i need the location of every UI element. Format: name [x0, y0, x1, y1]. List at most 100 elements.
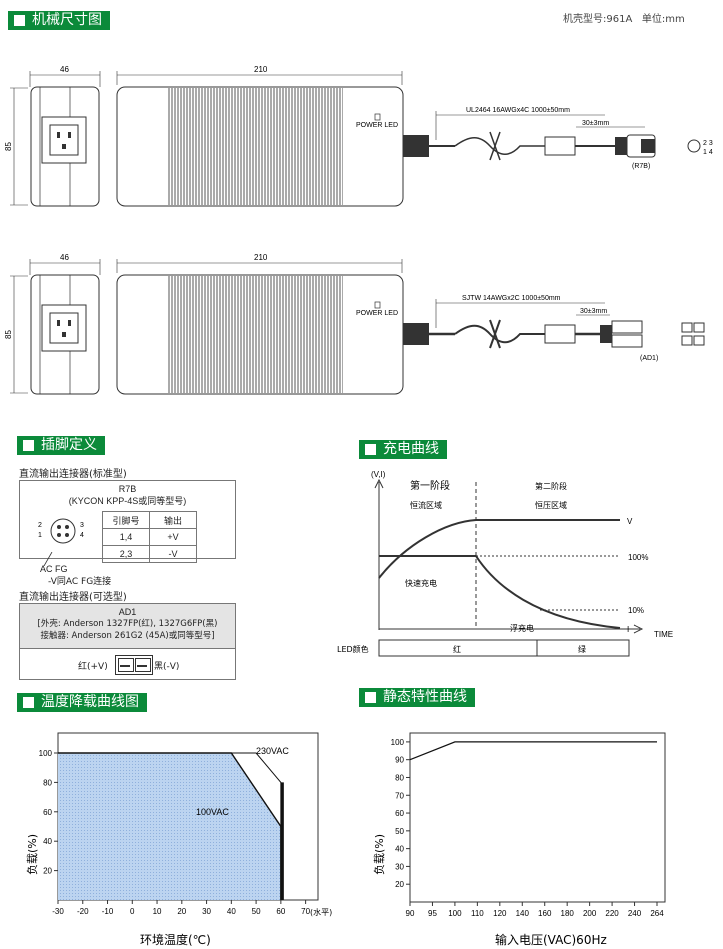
- pct-10: 10%: [628, 606, 644, 615]
- stage2: 第二阶段: [535, 481, 567, 491]
- v-label: V: [627, 517, 633, 526]
- opt-contact: 接触器: Anderson 261G2 (45A)或同等型号]: [40, 631, 215, 641]
- y-tick-label: 80: [395, 773, 404, 782]
- y-tick-label: 100: [39, 749, 53, 758]
- pin-label-bottom: 1 4: [703, 149, 713, 156]
- led-green: 绿: [578, 645, 586, 654]
- pin-num-4: 4: [80, 532, 84, 539]
- pin-num-1: 1: [38, 532, 42, 539]
- derating-edge: [280, 782, 284, 900]
- section-title-pin: 插脚定义: [17, 436, 105, 455]
- static-ylabel: 负载(%): [372, 834, 386, 875]
- dim-46: 46: [60, 65, 69, 74]
- x-tick-label: 120: [493, 909, 507, 918]
- y-tick-label: 90: [395, 756, 404, 765]
- y-tick-label: 60: [395, 809, 404, 818]
- derating-ylabel: 负载(%): [25, 834, 39, 875]
- std-connector-icon: 2 1 3 4: [38, 518, 84, 544]
- drawing-r7b: 46 210 85 POWER LED UL2464 16AW: [4, 65, 713, 207]
- y-tick-label: 100: [391, 738, 405, 747]
- std-connector-name: R7B: [118, 484, 137, 494]
- x-tick-label: 20: [177, 907, 186, 916]
- section-title-charge: 充电曲线: [359, 440, 447, 459]
- y-tick-label: 50: [395, 827, 404, 836]
- i-label: I: [627, 625, 629, 634]
- acfg-leader: [43, 552, 53, 566]
- acfg-label: AC FG: [40, 564, 68, 574]
- stage1: 第一阶段: [410, 479, 450, 492]
- opt-connector-box: AD1 [外壳: Anderson 1327FP(红), 1327G6FP(黑)…: [19, 603, 236, 680]
- derating-xlabel: 环境温度(℃): [140, 932, 211, 947]
- power-led-label: POWER LED: [356, 310, 398, 317]
- x-tick-label: 160: [538, 909, 552, 918]
- x-tick-label: -30: [52, 907, 64, 916]
- x-tick-label: 200: [583, 909, 597, 918]
- section-title-mechanical: 机械尺寸图: [8, 11, 110, 30]
- bullet-square-icon: [365, 444, 376, 455]
- series-line-100vac: [58, 752, 282, 900]
- plot-frame: [409, 732, 666, 903]
- x-tick-label: -10: [102, 907, 114, 916]
- x-tick-label: 264: [650, 909, 664, 918]
- bullet-square-icon: [23, 697, 34, 708]
- pin-num-2: 2: [38, 522, 42, 529]
- table-header-row: 引脚号 输出: [102, 511, 197, 529]
- dim-210: 210: [254, 253, 268, 262]
- red-label: 红(+V): [78, 662, 108, 672]
- x-tick-label: 240: [628, 909, 642, 918]
- x-tick-label: 40: [227, 907, 236, 916]
- x-tick-label: 180: [561, 909, 575, 918]
- col-output: 输出: [149, 511, 197, 529]
- cable-end-r7b: 30±3mm: [582, 120, 609, 127]
- power-led-label: POWER LED: [356, 122, 398, 129]
- y-tick-label: 20: [395, 880, 404, 889]
- x-tick-label: 30: [202, 907, 211, 916]
- y-tick-label: 40: [395, 845, 404, 854]
- x-tick-label: 10: [153, 907, 162, 916]
- x-tick-label: -20: [77, 907, 89, 916]
- dim-85: 85: [4, 142, 13, 151]
- section-title-derating: 温度降载曲线图: [17, 693, 147, 712]
- case-no: 机壳型号:961A 单位:mm: [563, 14, 685, 25]
- opt-connector-title: 直流输出连接器(可选型): [19, 592, 127, 603]
- pin-label-top: 2 3: [703, 140, 713, 147]
- cable-spec-r7b: UL2464 16AWGx4C 1000±50mm: [466, 107, 570, 114]
- x-tick-label: 60: [276, 907, 285, 916]
- label-100vac: 100VAC: [196, 807, 229, 817]
- time-label: TIME: [654, 630, 673, 639]
- table-row: 1,4 +V: [102, 528, 197, 546]
- static-xlabel: 输入电压(VAC)60Hz: [495, 932, 607, 947]
- dim-85: 85: [4, 330, 13, 339]
- stage2b: 恒压区域: [535, 500, 567, 510]
- led-red: 红: [453, 644, 461, 654]
- bullet-square-icon: [23, 440, 34, 451]
- x-tick-label: 140: [516, 909, 530, 918]
- anderson-connector-icon: [115, 655, 153, 675]
- y-tick-label: 80: [43, 778, 52, 787]
- dim-46: 46: [60, 253, 69, 262]
- x-tick-label: 110: [471, 909, 484, 918]
- connector-name-r7b: (R7B): [632, 163, 650, 170]
- y-tick-label: 20: [43, 867, 52, 876]
- table-row: 2,3 -V: [102, 545, 197, 563]
- pin-table: 引脚号 输出 1,4 +V 2,3 -V: [102, 511, 197, 563]
- connector-name-ad1: (AD1): [640, 355, 658, 362]
- x-tick-label: 0: [130, 907, 135, 916]
- cable-end-ad1: 30±3mm: [580, 308, 607, 315]
- area-100vac: [58, 753, 281, 900]
- std-connector-model: (KYCON KPP-4S或同等型号): [68, 496, 187, 506]
- fast-charge: 快速充电: [405, 578, 437, 588]
- drawing-ad1: 46 210 85 POWER LED SJTW 1: [4, 253, 705, 395]
- x-tick-label: 50: [252, 907, 261, 916]
- y-tick-label: 60: [43, 808, 52, 817]
- dim-210: 210: [254, 65, 268, 74]
- acfg-note: -V同AC FG连接: [48, 577, 112, 587]
- col-pin: 引脚号: [102, 511, 150, 529]
- x-unit: (水平): [310, 907, 332, 917]
- stage1b: 恒流区域: [410, 500, 442, 510]
- x-tick-label: 70: [301, 907, 310, 916]
- std-connector-title: 直流输出连接器(标准型): [19, 469, 127, 480]
- y-tick-label: 70: [395, 791, 404, 800]
- x-tick-label: 95: [428, 909, 437, 918]
